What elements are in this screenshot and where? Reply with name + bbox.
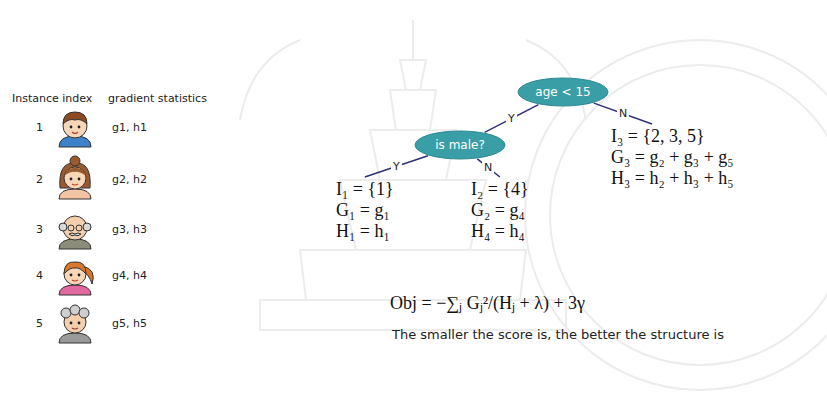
face-icon: [72, 184, 78, 185]
tree-branch: [365, 156, 428, 177]
instance-index: 5: [36, 317, 43, 330]
face-icon: [59, 333, 91, 343]
watermark: [260, 20, 566, 330]
face-icon: [59, 305, 91, 343]
face-icon: [70, 322, 73, 325]
note-text: The smaller the score is, the better the…: [392, 327, 724, 342]
face-icon: [64, 168, 86, 176]
face-icon: [59, 112, 91, 147]
face-icon: [69, 233, 81, 236]
node-label: age < 15: [535, 85, 590, 99]
face-icon: [70, 156, 80, 166]
leaf-formula: G₂ = g₄: [471, 200, 529, 221]
face-icon: [78, 322, 81, 325]
branch-label: N: [617, 107, 629, 120]
face-icon: [59, 156, 91, 199]
face-icon: [59, 216, 91, 249]
split-node: age < 15: [517, 77, 609, 107]
face-icon: [60, 163, 90, 188]
face-icon: [59, 285, 91, 295]
gradient-stats: g1, h1: [112, 121, 147, 134]
face-icon: [78, 274, 81, 277]
watermark: [240, 40, 586, 120]
column-header: gradient statistics: [108, 92, 207, 105]
instance-index: 3: [36, 223, 43, 236]
face-icon: [59, 189, 91, 199]
leaf-stats: I₂ = {4}G₂ = g₄H₄ = h₄: [467, 177, 533, 244]
split-node: is male?: [414, 130, 506, 160]
leaf-formula: G₃ = g₂ + g₃ + g₅: [611, 147, 734, 168]
face-icon: [64, 167, 86, 189]
face-icon: [72, 280, 78, 281]
leaf-formula: H₄ = h₄: [471, 221, 529, 242]
branch-label: Y: [391, 160, 402, 173]
face-icon: [70, 274, 73, 277]
face-icon: [78, 178, 81, 181]
gradient-stats: g3, h3: [112, 223, 147, 236]
face-icon: [78, 126, 81, 129]
leaf-formula: G₁ = g₁: [336, 200, 394, 221]
face-icon: [70, 305, 80, 315]
leaf-formula: I₂ = {4}: [471, 179, 529, 200]
ellipse-shape: [415, 131, 505, 159]
gradient-stats: g4, h4: [112, 269, 147, 282]
ellipse-shape: [518, 78, 608, 106]
leaf-stats: I₃ = {2, 3, 5}G₃ = g₂ + g₃ + g₅H₃ = h₂ +…: [607, 124, 738, 191]
face-icon: [63, 112, 87, 124]
leaf-stats: I₁ = {1}G₁ = g₁H₁ = h₁: [332, 177, 398, 244]
face-icon: [70, 178, 73, 181]
leaf-formula: I₁ = {1}: [336, 179, 394, 200]
face-icon: [70, 126, 73, 129]
face-icon: [79, 308, 89, 318]
face-icon: [72, 132, 78, 134]
leaf-formula: H₃ = h₂ + h₃ + h₅: [611, 168, 734, 189]
face-icon: [68, 225, 74, 231]
gradient-stats: g5, h5: [112, 317, 147, 330]
face-icon: [59, 262, 93, 295]
watermark: [240, 20, 827, 390]
branch-label: Y: [506, 112, 517, 125]
tree-branch: [477, 159, 500, 177]
gradient-stats: g2, h2: [112, 173, 147, 186]
face-icon: [76, 225, 82, 231]
node-label: is male?: [435, 138, 485, 152]
objective-formula: Obj = −∑ⱼ Gⱼ²/(Hⱼ + λ) + 3γ: [390, 290, 585, 314]
face-icon: [83, 223, 91, 231]
tree-branch: [594, 103, 652, 124]
instance-index: 1: [36, 121, 43, 134]
tree-branch: [485, 105, 539, 133]
branch-label: N: [482, 161, 494, 174]
watermark: [550, 65, 827, 365]
column-header: Instance index: [12, 92, 92, 105]
face-icon: [59, 223, 67, 231]
instance-index: 4: [36, 269, 43, 282]
face-icon: [61, 308, 71, 318]
leaf-formula: I₃ = {2, 3, 5}: [611, 126, 734, 147]
leaf-formula: H₁ = h₁: [336, 221, 394, 242]
face-icon: [64, 262, 86, 274]
instance-index: 2: [36, 173, 43, 186]
face-icon: [72, 328, 78, 329]
